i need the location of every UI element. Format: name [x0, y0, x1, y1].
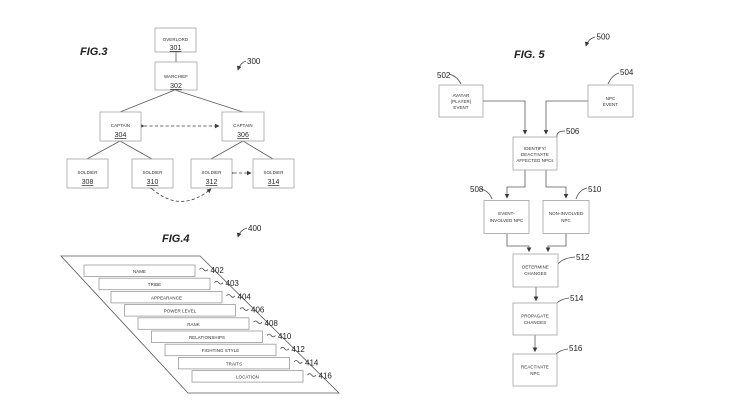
svg-text:508: 508	[470, 185, 484, 194]
svg-text:CHANGES: CHANGES	[524, 320, 546, 325]
svg-text:IDENTIFY/: IDENTIFY/	[524, 146, 547, 151]
svg-text:404: 404	[238, 292, 252, 301]
svg-text:RANK: RANK	[187, 322, 200, 327]
svg-text:312: 312	[206, 179, 218, 186]
svg-text:EVENT: EVENT	[453, 105, 468, 110]
svg-text:SOLDIER: SOLDIER	[143, 170, 163, 175]
svg-text:506: 506	[566, 127, 580, 136]
svg-text:504: 504	[620, 68, 634, 77]
svg-text:410: 410	[278, 332, 292, 341]
svg-text:LOCATION: LOCATION	[236, 375, 259, 380]
svg-text:(PLAYER): (PLAYER)	[451, 99, 472, 104]
svg-text:403: 403	[226, 279, 240, 288]
svg-text:301: 301	[170, 45, 182, 52]
svg-text:514: 514	[570, 294, 584, 303]
svg-text:NPC: NPC	[561, 218, 571, 223]
svg-text:DEACTIVATE: DEACTIVATE	[521, 152, 549, 157]
svg-text:302: 302	[170, 83, 182, 90]
svg-text:FIGHTING STYLE: FIGHTING STYLE	[202, 348, 240, 353]
svg-text:314: 314	[268, 179, 280, 186]
svg-text:408: 408	[265, 319, 279, 328]
svg-text:APPEARANCE: APPEARANCE	[151, 295, 182, 300]
svg-text:WARCHIEF: WARCHIEF	[164, 74, 188, 79]
svg-text:EVENT: EVENT	[603, 102, 618, 107]
svg-text:SOLDIER: SOLDIER	[264, 170, 284, 175]
svg-text:CAPTAIN: CAPTAIN	[111, 123, 130, 128]
svg-text:NON-INVOLVED: NON-INVOLVED	[549, 211, 583, 216]
svg-text:RELATIONSHIPS: RELATIONSHIPS	[189, 335, 225, 340]
svg-text:NPC: NPC	[606, 96, 616, 101]
svg-text:310: 310	[147, 179, 159, 186]
svg-text:512: 512	[576, 253, 590, 262]
svg-text:516: 516	[569, 344, 583, 353]
svg-text:SOLDIER: SOLDIER	[78, 170, 98, 175]
svg-text:CHANGES: CHANGES	[524, 271, 546, 276]
svg-text:DETERMINE: DETERMINE	[522, 265, 549, 270]
svg-text:TRIBE: TRIBE	[148, 282, 161, 287]
svg-text:NAME: NAME	[133, 269, 146, 274]
svg-text:FIG. 5: FIG. 5	[514, 49, 545, 61]
svg-text:FIG.4: FIG.4	[162, 233, 190, 245]
svg-text:INVOLVED NPC: INVOLVED NPC	[490, 218, 524, 223]
svg-text:510: 510	[588, 185, 602, 194]
svg-text:EVENT-: EVENT-	[498, 211, 515, 216]
svg-text:SOLDIER: SOLDIER	[202, 170, 222, 175]
svg-text:412: 412	[292, 345, 306, 354]
svg-text:FIG.3: FIG.3	[80, 46, 108, 58]
svg-text:TRAITS: TRAITS	[226, 361, 242, 366]
svg-text:OVERLORD: OVERLORD	[163, 37, 188, 42]
svg-text:414: 414	[305, 358, 319, 367]
svg-text:PROPAGATE: PROPAGATE	[521, 314, 549, 319]
svg-text:400: 400	[248, 224, 262, 233]
svg-text:406: 406	[251, 306, 265, 315]
svg-text:AVATAR: AVATAR	[453, 93, 470, 98]
svg-text:308: 308	[82, 179, 94, 186]
svg-text:REACTIVATE: REACTIVATE	[521, 365, 549, 370]
svg-text:500: 500	[597, 33, 611, 42]
svg-text:502: 502	[437, 71, 451, 80]
svg-text:AFFECTED NPCs: AFFECTED NPCs	[516, 158, 554, 163]
svg-text:416: 416	[319, 372, 333, 381]
svg-text:402: 402	[211, 266, 225, 275]
svg-text:300: 300	[247, 57, 261, 66]
svg-text:304: 304	[115, 132, 127, 139]
svg-text:306: 306	[237, 132, 249, 139]
svg-text:NPC: NPC	[530, 371, 540, 376]
svg-text:POWER LEVEL: POWER LEVEL	[164, 309, 197, 314]
svg-text:CAPTAIN: CAPTAIN	[233, 123, 252, 128]
